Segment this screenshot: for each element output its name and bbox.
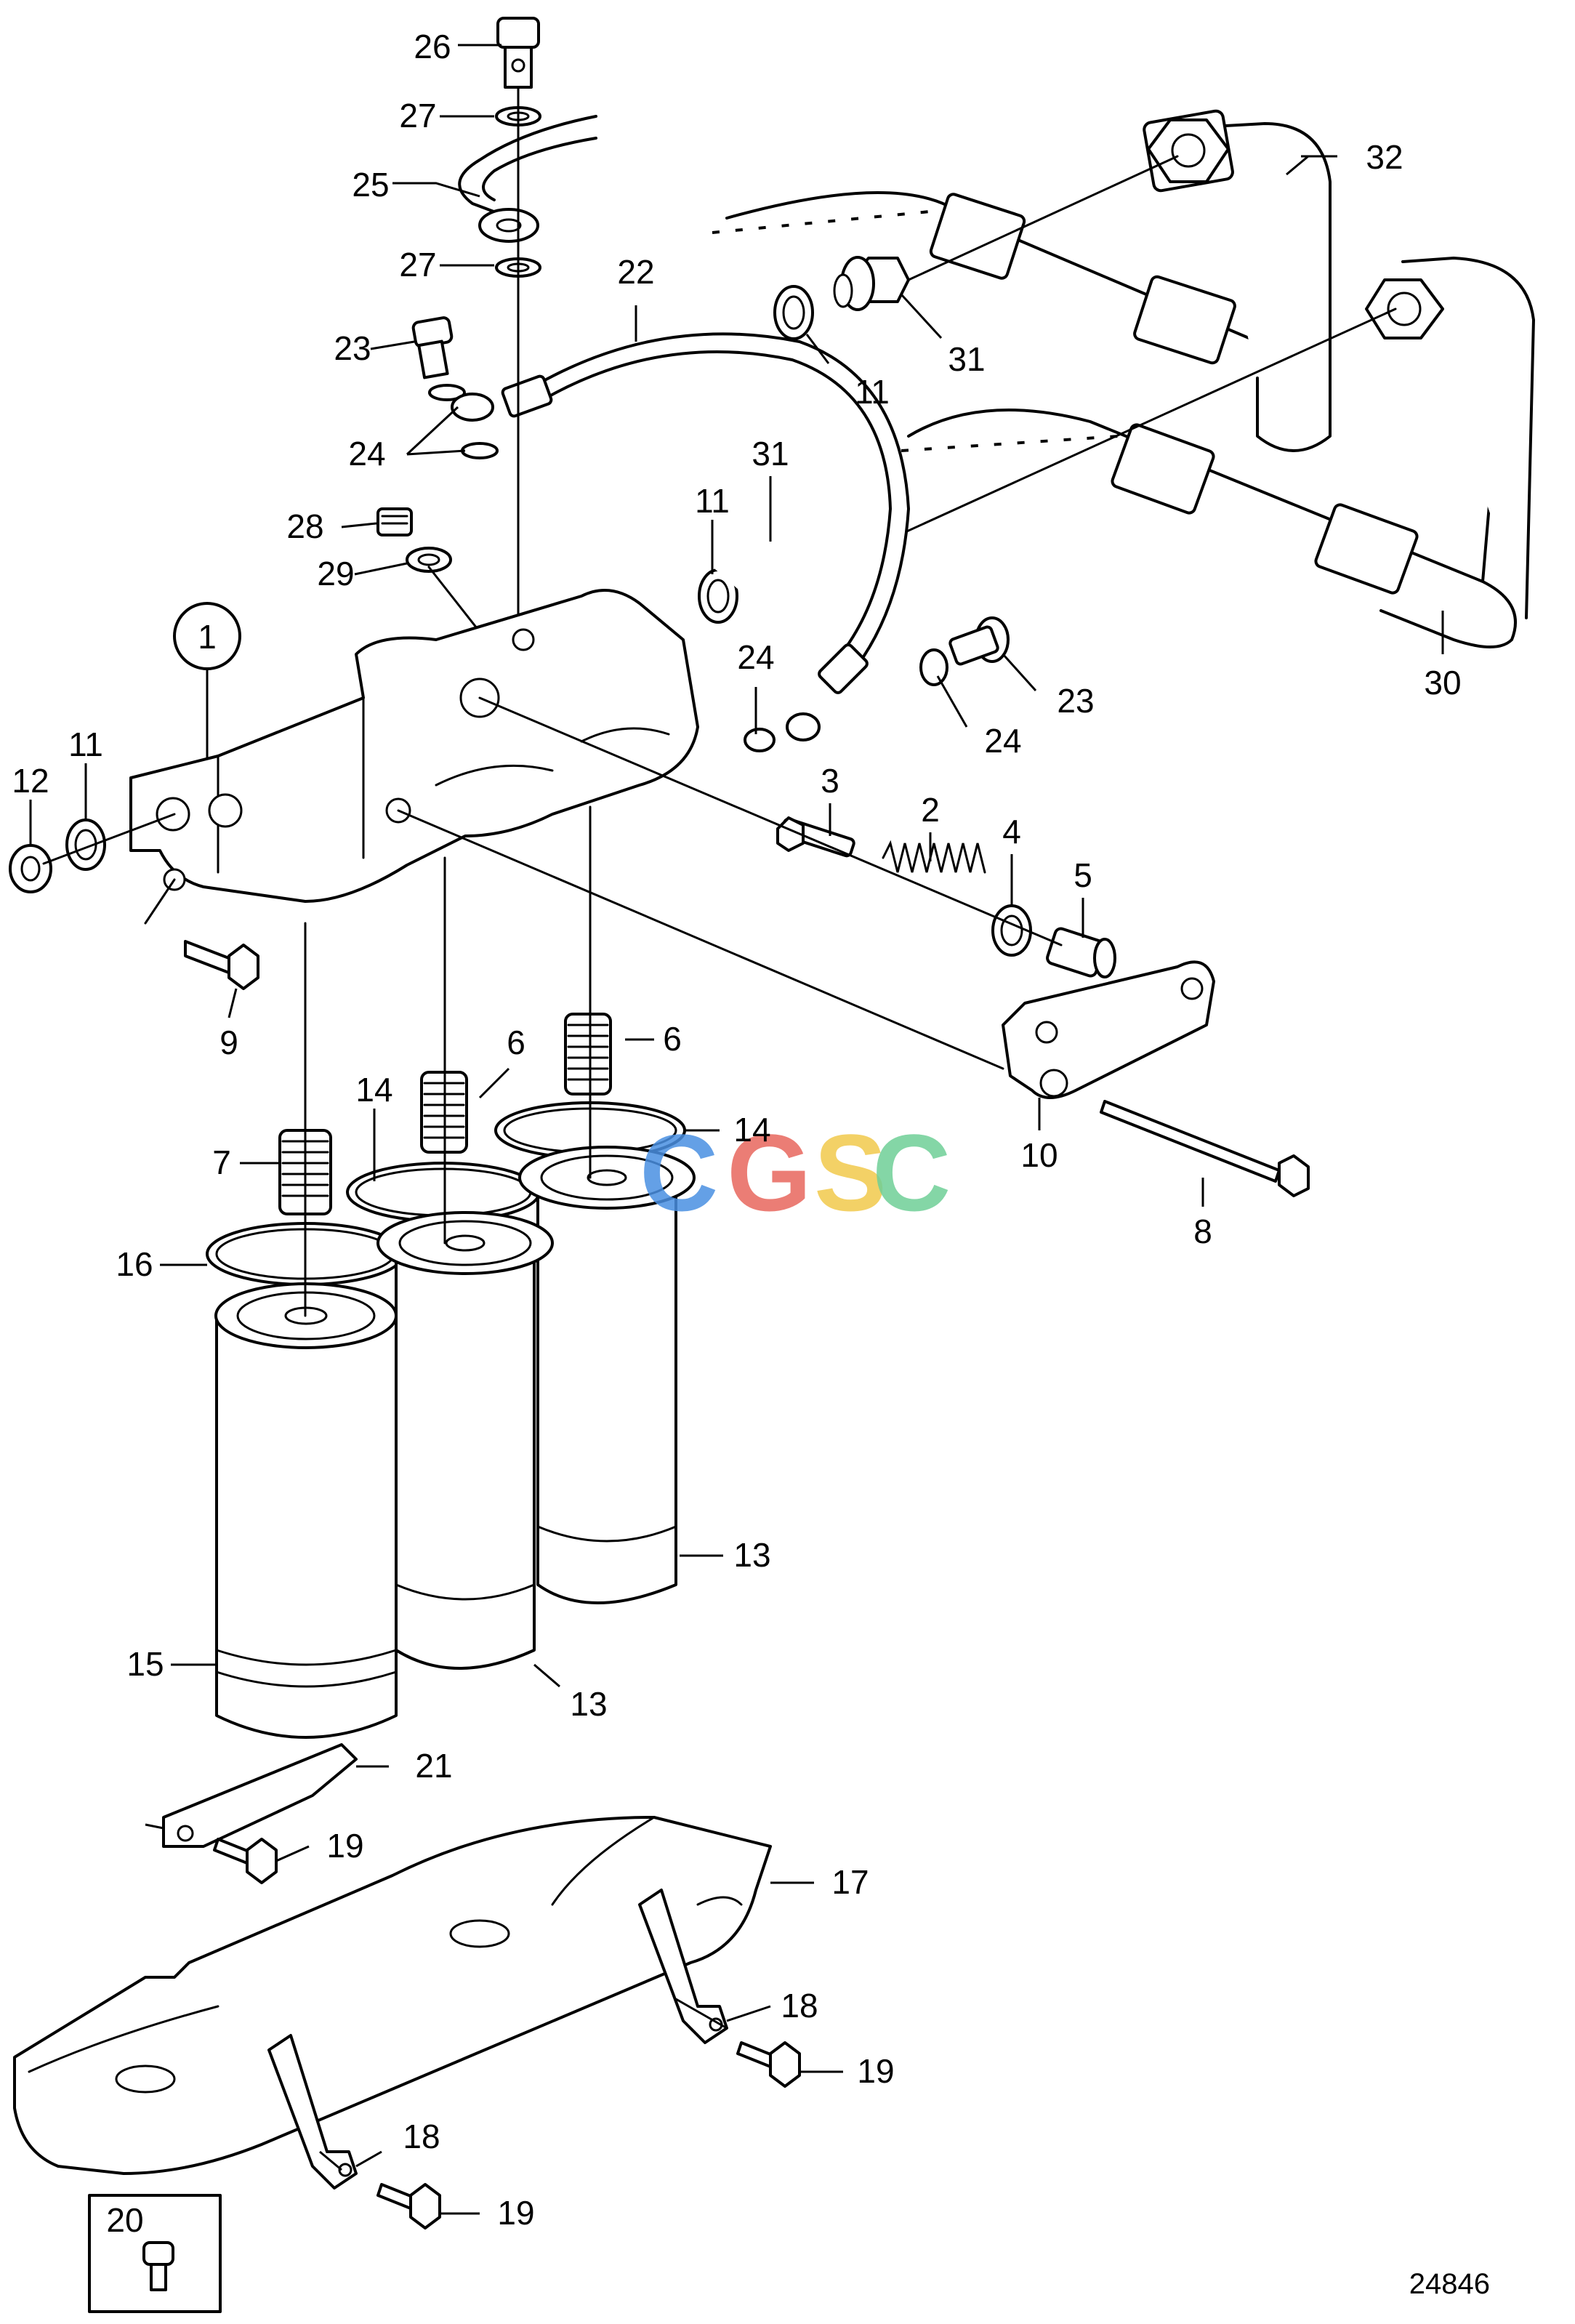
valve-piston-3 — [776, 816, 855, 858]
callout-label: 7 — [212, 1143, 231, 1181]
filter-bracket-1 — [129, 589, 699, 903]
callout-label: 14 — [355, 1071, 392, 1109]
callout-label: 12 — [12, 762, 49, 800]
watermark: C G S C — [640, 1111, 951, 1234]
callout-label: 15 — [126, 1645, 164, 1683]
banjo-bolt-23-lower — [744, 616, 1010, 752]
callout-label: 24 — [984, 722, 1021, 760]
callout-label: 11 — [695, 482, 730, 520]
callout-label: 11 — [68, 725, 103, 763]
callout-label: 13 — [733, 1536, 770, 1574]
washer-11-left — [65, 819, 106, 871]
bracket-18-left — [267, 2034, 358, 2190]
plug-12 — [9, 844, 52, 893]
callout-label: 24 — [737, 638, 774, 676]
drip-tray-17 — [13, 1816, 772, 2175]
callout-label: 30 — [1424, 664, 1461, 701]
plug-5 — [1046, 927, 1116, 978]
callout-label: 23 — [1057, 682, 1094, 720]
oil-filter-13-front — [376, 1211, 554, 1670]
callout-label: 1 — [198, 618, 217, 656]
callout-label: 4 — [1002, 813, 1021, 851]
bolt-19-upper — [213, 1838, 278, 1884]
watermark-letter-1: C — [640, 1111, 718, 1234]
callout-label: 27 — [399, 97, 436, 134]
callout-label: 27 — [399, 246, 436, 284]
callout-label: 18 — [781, 1987, 818, 2025]
banjo-fitting-25 — [458, 115, 597, 243]
callout-label: 21 — [415, 1747, 452, 1785]
callout-label: 24 — [348, 435, 385, 473]
callout-label: 31 — [752, 435, 789, 473]
callout-label: 3 — [821, 762, 839, 800]
bolt-8 — [1100, 1100, 1310, 1197]
callout-label: 19 — [326, 1827, 363, 1865]
washer-4 — [991, 904, 1032, 957]
callout-label: 13 — [570, 1685, 607, 1723]
oil-filter-13-back — [518, 1146, 696, 1604]
callout-label: 31 — [948, 340, 985, 378]
pipe-22 — [501, 332, 910, 694]
watermark-letter-3: S — [814, 1111, 887, 1234]
plug-28 — [376, 507, 413, 536]
callout-1-circle — [173, 602, 241, 670]
callout-label: 6 — [663, 1020, 682, 1058]
washer-11-mid — [698, 568, 738, 624]
callout-label: 17 — [831, 1863, 869, 1901]
adapter-31-upper — [833, 256, 910, 311]
callout-label: 23 — [334, 329, 371, 367]
drawing-number: 24846 — [1409, 2268, 1490, 2300]
callout-label: 19 — [497, 2194, 534, 2232]
callout-label: 2 — [921, 791, 940, 829]
callout-label: 29 — [317, 555, 354, 592]
callout-label: 14 — [733, 1111, 770, 1149]
callout-label: 9 — [219, 1024, 238, 1061]
watermark-letter-2: G — [727, 1111, 812, 1234]
banjo-bolt-23-upper — [411, 316, 499, 459]
callout-label: 25 — [352, 166, 389, 204]
callout-label: 18 — [403, 2118, 440, 2155]
callout-label: 26 — [414, 28, 451, 65]
bolt-19-right — [736, 2041, 801, 2088]
callout-20-label: 20 — [106, 2201, 143, 2239]
callout-label: 16 — [116, 1245, 153, 1283]
callout-labels: 1 2 3 4 5 6 6 7 8 9 10 11 11 11 12 13 13… — [12, 28, 1461, 2239]
callout-label: 8 — [1193, 1213, 1212, 1250]
callout-label: 32 — [1366, 138, 1403, 176]
leader-lines — [29, 44, 1444, 2215]
pipe-32 — [712, 109, 1332, 452]
callout-label: 10 — [1020, 1136, 1058, 1174]
nipple-6-upper — [564, 1013, 612, 1095]
valve-spring-2 — [882, 840, 986, 874]
washer-29 — [406, 547, 452, 573]
washer-11-upper — [773, 285, 814, 340]
bracket-10 — [1002, 960, 1215, 1099]
callout-label: 22 — [617, 253, 654, 291]
bypass-filter-15 — [214, 1282, 398, 1739]
pipe-30 — [901, 257, 1535, 648]
callout-label: 11 — [855, 373, 890, 411]
bolt-19-left — [376, 2183, 441, 2229]
callout-label: 6 — [507, 1024, 525, 1061]
bracket-18-right — [638, 1889, 728, 2044]
part-20-box — [88, 2194, 222, 2313]
bolt-9 — [184, 940, 259, 990]
callout-label: 19 — [857, 2052, 894, 2090]
callout-label: 5 — [1074, 856, 1092, 894]
watermark-letter-4: C — [872, 1111, 951, 1234]
bracket-21 — [162, 1743, 358, 1848]
callout-label: 28 — [286, 507, 323, 545]
banjo-bolt-26 — [496, 17, 540, 89]
